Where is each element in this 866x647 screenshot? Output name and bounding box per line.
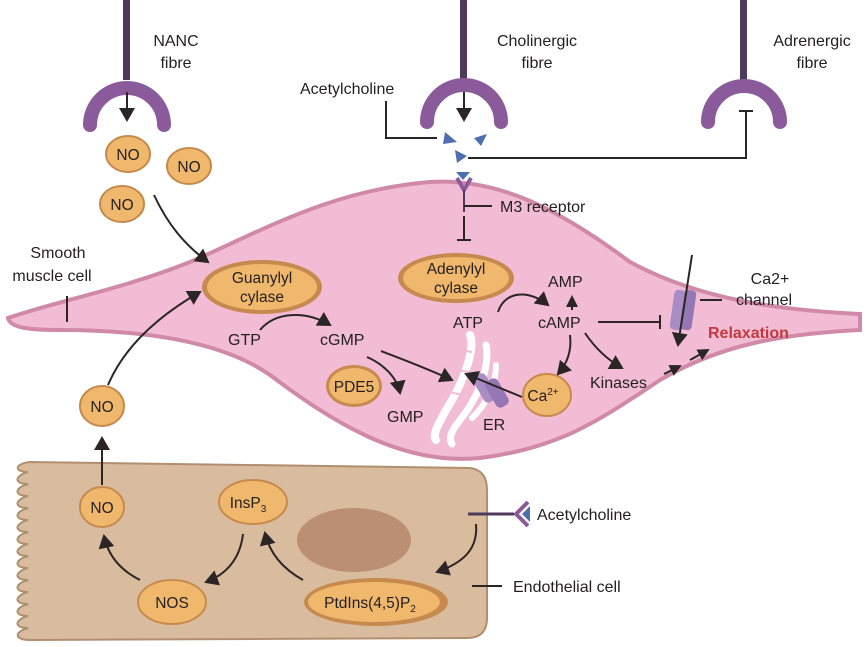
endothelial-cell-label: Endothelial cell: [513, 579, 621, 596]
svg-text:PDE5: PDE5: [334, 379, 375, 396]
ach-triangle: [474, 134, 487, 146]
svg-text:NO: NO: [110, 197, 133, 214]
svg-text:NO: NO: [90, 500, 113, 517]
cholinergic-fibre-label: Cholinergic: [497, 33, 577, 50]
calcium-influx-arrow: [671, 254, 693, 347]
insp3: InsP3: [218, 479, 288, 525]
adrenergic-fibre-label-2: fibre: [796, 55, 827, 72]
smooth-muscle-cell: [5, 179, 862, 461]
nos: NOS: [137, 579, 207, 625]
pde5: PDE5: [326, 365, 382, 407]
no-molecule-released: NO: [79, 385, 125, 427]
cholinergic-fibre: [420, 0, 508, 129]
adenylyl-cyclase: Adenylyl cylase: [398, 253, 514, 303]
cholinergic-fibre-label-2: fibre: [521, 55, 552, 72]
adrenergic-fibre: [701, 0, 787, 129]
camp-kinases-arrow: [584, 332, 624, 369]
acetylcholine-leader: [385, 101, 437, 139]
svg-text:cylase: cylase: [434, 280, 478, 297]
gmp-label: GMP: [387, 409, 423, 426]
atp-camp-arrow: [497, 291, 550, 313]
ptdins-insp3-arrow: [259, 531, 304, 581]
svg-text:NO: NO: [177, 159, 200, 176]
ach-triangle: [522, 506, 530, 522]
ach-triangle: [443, 132, 457, 144]
adrenergic-fibre-label: Adrenergic: [773, 33, 850, 50]
guanylyl-cyclase: Guanylyl cylase: [202, 260, 322, 314]
nucleus: [297, 508, 411, 572]
gtp-cgmp-arrow: [259, 311, 332, 331]
nanc-fibre: [83, 0, 171, 132]
m3-receptor-label: M3 receptor: [500, 199, 586, 216]
atp-label: ATP: [453, 315, 483, 332]
gtp-label: GTP: [228, 332, 261, 349]
acetylcholine-molecules: [443, 132, 487, 180]
svg-text:InsP3: InsP3: [230, 495, 267, 515]
calcium-ion: Ca2+: [522, 373, 572, 417]
acetylcholine-label-bottom: Acetylcholine: [537, 507, 631, 524]
nos-no-arrow: [98, 534, 141, 581]
ach-triangle: [455, 150, 467, 163]
svg-text:cylase: cylase: [240, 289, 284, 306]
svg-text:PtdIns(4,5)P2: PtdIns(4,5)P2: [324, 595, 416, 615]
no-to-guanylyl-arrow: [153, 194, 210, 264]
cgmp-label: cGMP: [320, 332, 364, 349]
smooth-muscle-label: Smooth: [30, 245, 85, 262]
svg-text:NO: NO: [116, 147, 139, 164]
amp-label: AMP: [548, 274, 583, 291]
smooth-muscle-label-2: muscle cell: [12, 268, 91, 285]
ptdins-p2: PtdIns(4,5)P2: [304, 578, 448, 626]
endothelial-m3-receptor: [514, 500, 530, 528]
adrenergic-inhibition: [468, 112, 747, 159]
kinases-relaxation-arrow-2: [689, 349, 710, 361]
m3-receptor: [455, 176, 473, 212]
no-to-guanylyl-arrow-2: [107, 291, 202, 386]
nanc-fibre-label-2: fibre: [160, 55, 191, 72]
camp-label: cAMP: [538, 315, 581, 332]
no-molecule: NO: [99, 185, 145, 223]
receptor-ptdins-arrow: [435, 523, 478, 576]
cgmp-er-arrow: [380, 350, 454, 383]
no-molecule: NO: [166, 147, 212, 185]
camp-ca-arrow: [556, 334, 572, 376]
kinases-relaxation-arrow: [663, 365, 682, 376]
er-label: ER: [483, 417, 505, 434]
kinases-label: Kinases: [590, 375, 647, 392]
svg-text:Adenylyl: Adenylyl: [427, 261, 486, 278]
no-molecule: NO: [105, 135, 151, 173]
insp3-nos-arrow: [204, 533, 244, 586]
svg-text:NO: NO: [90, 399, 113, 416]
svg-text:Guanylyl: Guanylyl: [232, 270, 292, 287]
ach-triangle: [456, 172, 470, 180]
relaxation-label: Relaxation: [708, 325, 789, 342]
no-molecule-endothelial: NO: [79, 486, 125, 528]
nanc-fibre-label: NANC: [153, 33, 198, 50]
svg-text:NOS: NOS: [155, 595, 189, 612]
ca-er-arrow: [464, 371, 523, 398]
acetylcholine-label-top: Acetylcholine: [300, 81, 394, 98]
ca-channel-label-2: channel: [736, 292, 792, 309]
ca-channel-label: Ca2+: [751, 271, 790, 288]
cgmp-gmp-arrow: [366, 356, 406, 395]
svg-text:Ca2+: Ca2+: [527, 387, 558, 405]
